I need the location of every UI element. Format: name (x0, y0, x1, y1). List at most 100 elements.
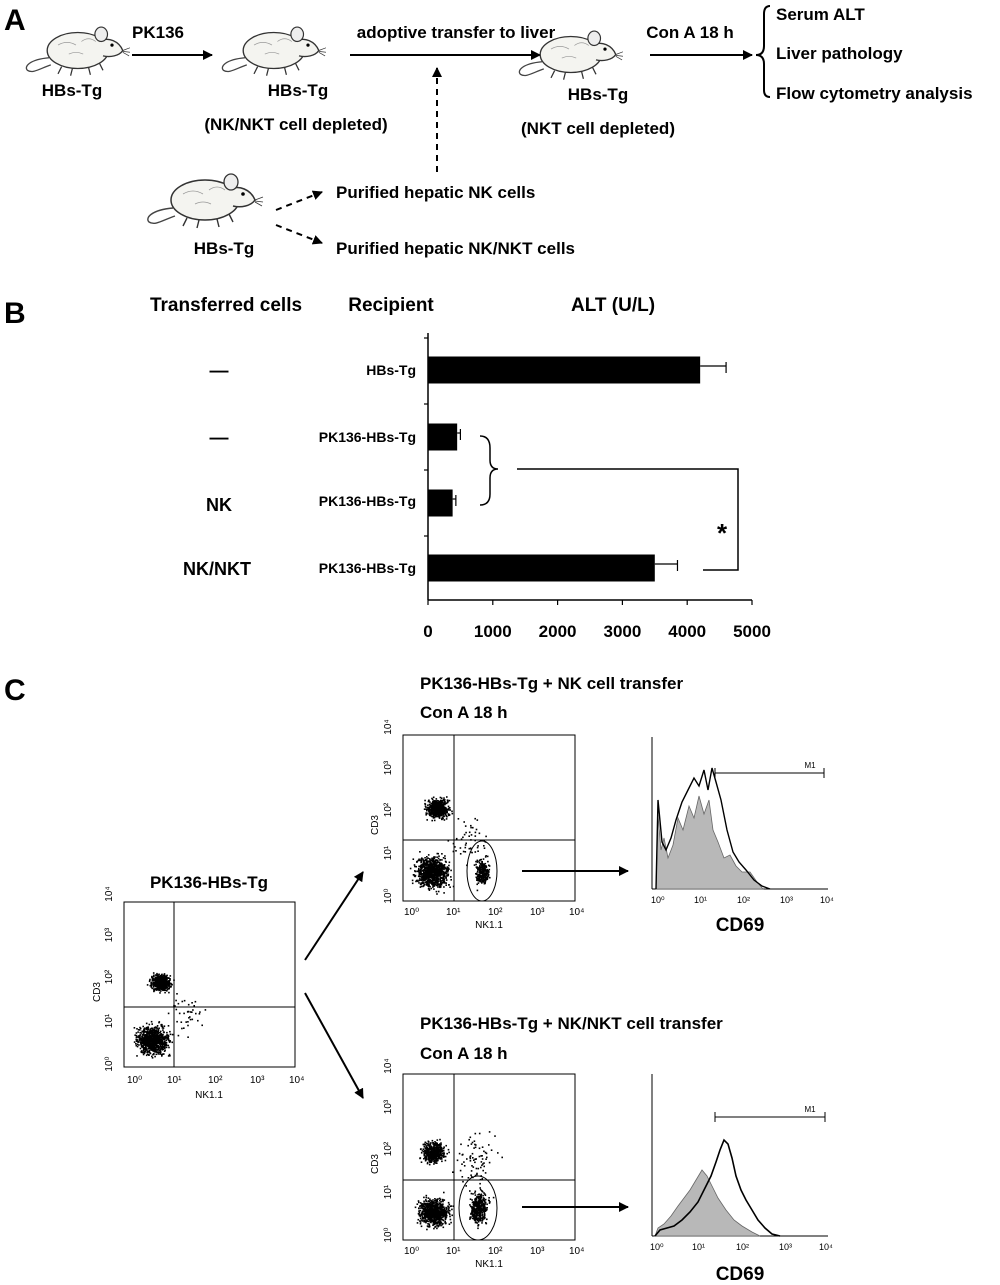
x-tick: 10⁴ (569, 907, 584, 918)
event-dot (177, 1034, 180, 1037)
event-dot (440, 804, 443, 807)
event-dot (442, 817, 444, 820)
event-dot (140, 1051, 142, 1053)
event-dot (486, 1208, 488, 1211)
panel-a-label: A (4, 4, 26, 37)
event-dot (435, 1201, 437, 1204)
event-dot (464, 844, 467, 846)
event-dot (435, 1155, 437, 1158)
event-dot (432, 1220, 435, 1222)
event-dot (444, 857, 446, 860)
event-dot (486, 1218, 488, 1221)
event-dot (142, 1046, 145, 1049)
event-dot (426, 861, 429, 864)
event-dot (430, 877, 433, 879)
y-tick: 10³ (383, 760, 394, 775)
event-dot (434, 1160, 436, 1162)
event-dot (472, 1209, 475, 1212)
event-dot (472, 1193, 474, 1195)
event-dot (141, 1045, 144, 1047)
event-dot (431, 810, 434, 812)
event-dot (444, 1218, 447, 1220)
event-dot (430, 868, 433, 871)
event-dot (434, 809, 436, 812)
event-dot (428, 858, 431, 860)
event-dot (155, 1035, 157, 1037)
event-dot (414, 870, 417, 873)
event-dot (150, 1031, 152, 1033)
event-dot (442, 813, 445, 815)
event-dot (150, 984, 153, 987)
event-dot (430, 1156, 433, 1158)
event-dot (426, 867, 429, 869)
event-dot (148, 1037, 151, 1040)
event-dot (420, 885, 423, 888)
event-dot (425, 872, 427, 874)
event-dot (436, 1201, 439, 1203)
event-dot (441, 801, 444, 803)
event-dot (439, 1143, 441, 1145)
event-dot (189, 1011, 192, 1013)
event-dot (156, 1025, 159, 1027)
event-dot (166, 986, 168, 989)
event-dot (424, 874, 426, 876)
event-dot (438, 867, 441, 870)
event-dot (444, 872, 446, 875)
event-dot (160, 1041, 163, 1044)
event-dot (155, 1032, 157, 1035)
event-dot (436, 1203, 439, 1205)
event-dot (433, 814, 436, 816)
event-dot (426, 1207, 428, 1210)
event-dot (430, 1199, 432, 1202)
event-dot (443, 886, 445, 888)
event-dot (164, 1045, 166, 1047)
event-dot (154, 979, 156, 982)
y-tick: 10² (383, 802, 394, 817)
event-dot (488, 868, 491, 871)
event-dot (157, 1036, 159, 1039)
event-dot (473, 1201, 475, 1204)
event-dot (475, 1209, 477, 1212)
event-dot (448, 1223, 451, 1225)
event-dot (142, 1025, 144, 1028)
event-dot (154, 974, 157, 976)
event-dot (448, 861, 451, 864)
event-dot (444, 1155, 447, 1158)
event-dot (448, 1207, 450, 1209)
event-dot (447, 870, 449, 873)
event-dot (155, 1044, 158, 1046)
event-dot (427, 1143, 429, 1145)
event-dot (435, 1215, 437, 1218)
event-dot (443, 874, 445, 876)
event-dot (484, 1194, 487, 1196)
event-dot (428, 888, 431, 890)
event-dot (444, 1220, 446, 1223)
event-dot (430, 880, 433, 882)
event-dot (440, 872, 443, 874)
scatter-dots (133, 972, 207, 1059)
event-dot (427, 1213, 429, 1216)
event-dot (427, 878, 429, 880)
event-dot (170, 985, 172, 988)
event-dot (439, 800, 441, 803)
event-dot (443, 1209, 445, 1212)
event-dot (428, 813, 430, 815)
event-dot (157, 1038, 160, 1040)
event-dot (484, 879, 487, 882)
event-dot (151, 976, 153, 978)
event-dot (427, 1140, 430, 1143)
event-dot (433, 885, 436, 887)
event-dot (158, 1042, 161, 1044)
event-dot (168, 1039, 170, 1042)
event-dot (476, 889, 479, 892)
event-dot (175, 1008, 178, 1011)
event-dot (426, 1161, 429, 1164)
event-dot (436, 1221, 438, 1224)
y-tick: 10⁴ (104, 886, 115, 901)
event-dot (427, 1200, 429, 1203)
x-tick: 10⁰ (127, 1075, 142, 1086)
event-dot (156, 978, 159, 981)
event-dot (136, 1043, 139, 1046)
event-dot (480, 1200, 483, 1202)
event-dot (438, 868, 440, 871)
